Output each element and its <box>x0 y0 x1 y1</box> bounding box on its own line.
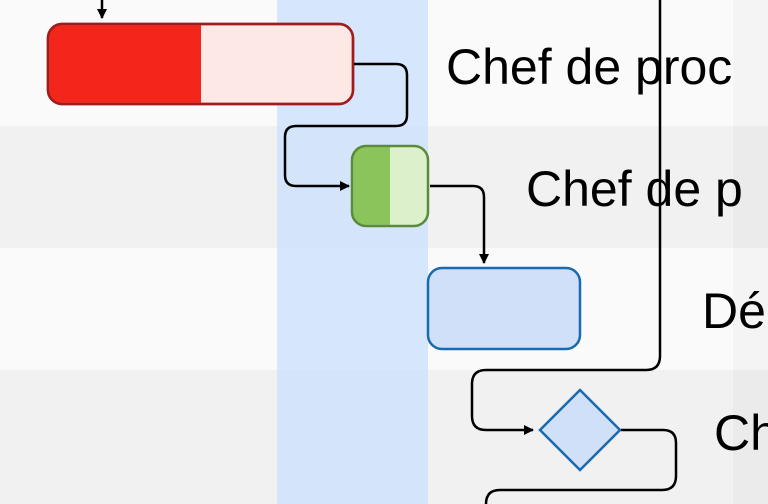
task-label-2: Chef de p <box>526 161 743 217</box>
task-bar-3[interactable] <box>426 266 582 351</box>
task-label-1: Chef de proc <box>446 39 732 95</box>
task-label-4: Ch <box>714 405 768 461</box>
dependency-arrow-milestone <box>484 428 678 504</box>
task-bar-2[interactable] <box>350 144 430 228</box>
milestone-diamond[interactable] <box>538 388 622 472</box>
dependency-arrow-1-2 <box>283 62 409 191</box>
task-bar-2-progress <box>353 147 390 225</box>
dependency-arrow-2-3 <box>430 184 489 264</box>
task-bar-1[interactable] <box>46 22 355 106</box>
task-bar-1-progress <box>49 25 201 103</box>
task-label-3: Dé <box>702 283 766 339</box>
today-line <box>470 0 662 435</box>
